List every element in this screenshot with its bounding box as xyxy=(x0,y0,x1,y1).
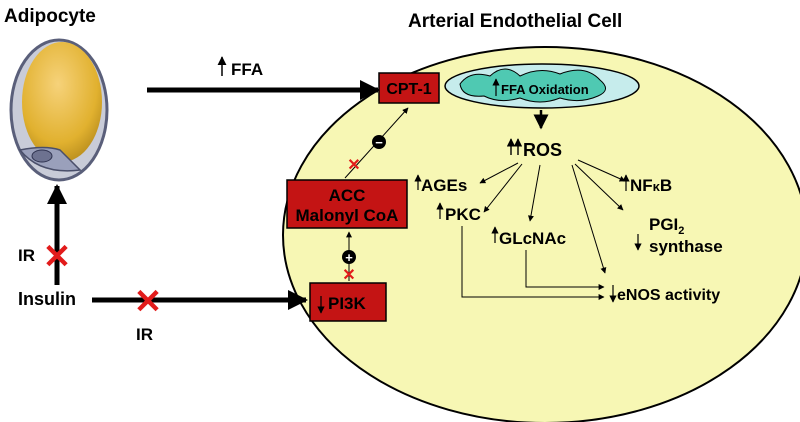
pi3k-ir-x-mark-icon: ✕ xyxy=(134,283,163,321)
ffa-label: FFA xyxy=(231,60,263,79)
pi3k-box xyxy=(309,282,387,322)
minus-sign: − xyxy=(375,135,383,150)
adipocyte-cell xyxy=(9,38,109,182)
enos-pathway-lines xyxy=(461,226,605,300)
adipocyte-ir-x-mark-icon: ✕ xyxy=(43,238,72,276)
pgi2-label: PGI2 xyxy=(649,215,684,237)
plus-sign: + xyxy=(345,250,353,265)
ir-left-label: IR xyxy=(18,246,35,265)
cpt1-label: CPT-1 xyxy=(386,81,431,98)
pi3k-label: PI3K xyxy=(328,294,367,313)
insulin-label: Insulin xyxy=(18,289,76,309)
cpt1-box xyxy=(378,72,440,104)
activate-plus-icon xyxy=(342,250,356,264)
ros-label: ROS xyxy=(523,140,562,160)
inhibit-minus-icon xyxy=(372,135,386,149)
endothelial-title: Arterial Endothelial Cell xyxy=(408,11,622,32)
glcnac-label: GLcNAc xyxy=(499,229,566,248)
ffa-oxidation-label: FFA Oxidation xyxy=(501,82,589,97)
adipocyte-title: Adipocyte xyxy=(4,6,96,27)
acc-cpt1-x-mark-icon: ✕ xyxy=(347,157,360,174)
nfkb-label: NFκB xyxy=(630,176,672,195)
pkc-label: PKC xyxy=(445,205,481,224)
synthase-label: synthase xyxy=(649,237,723,256)
acc-malonyl-box xyxy=(286,179,408,229)
enos-label: eNOS activity xyxy=(617,287,720,304)
pi3k-acc-x-mark-icon: ✕ xyxy=(342,267,355,284)
ros-effect-arrows xyxy=(479,159,626,274)
ir-bottom-label: IR xyxy=(136,325,153,344)
acc-label: ACC xyxy=(329,186,366,205)
malonyl-coa-label: Malonyl CoA xyxy=(296,206,399,225)
endothelial-cell xyxy=(282,46,800,422)
ages-label: AGEs xyxy=(421,176,467,195)
